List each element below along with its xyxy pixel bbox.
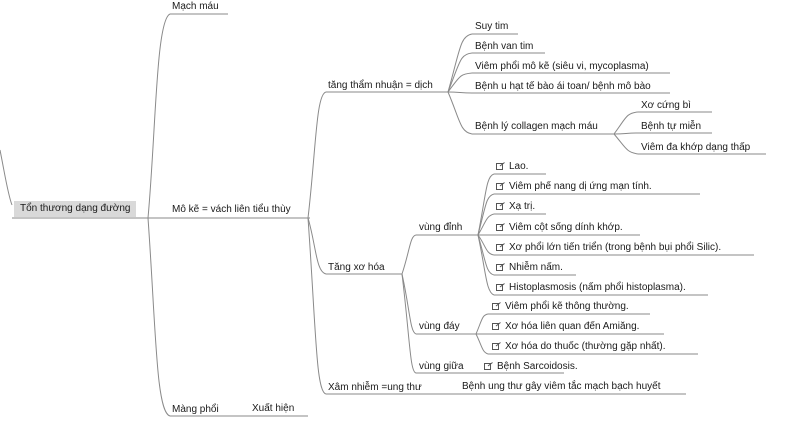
note-icon (496, 263, 505, 271)
note-icon (492, 302, 501, 310)
node-benh-van-tim[interactable]: Bệnh van tim (475, 41, 534, 52)
node-ung-thu-bach-huyet[interactable]: Bệnh ung thư gây viêm tắc mạch bạch huyế… (462, 381, 661, 392)
node-tham-nhuan[interactable]: tăng thẩm nhuận = dịch (328, 80, 433, 91)
node-viem-phoi-mo-ke[interactable]: Viêm phổi mô kẽ (siêu vi, mycoplasma) (475, 61, 649, 72)
node-xo-cung-bi[interactable]: Xơ cứng bì (641, 100, 691, 111)
note-icon (496, 202, 505, 210)
list-item[interactable]: Xơ hóa do thuốc (thường gặp nhất). (492, 340, 665, 354)
list-item[interactable]: Xơ hóa liên quan đến Amiăng. (492, 320, 639, 334)
node-collagen[interactable]: Bệnh lý collagen mạch máu (475, 121, 598, 132)
node-suy-tim[interactable]: Suy tim (475, 21, 509, 32)
list-item[interactable]: Nhiễm nấm. (496, 261, 563, 275)
note-icon (496, 243, 505, 251)
note-icon (484, 362, 493, 370)
note-icon (496, 182, 505, 190)
note-icon (496, 162, 505, 170)
node-benh-tu-mien[interactable]: Bệnh tự miễn (641, 121, 702, 132)
list-item[interactable]: Bệnh Sarcoidosis. (484, 360, 578, 374)
note-icon (496, 283, 505, 291)
list-item[interactable]: Histoplasmosis (nấm phổi histoplasma). (496, 281, 686, 295)
branch-xuat-hien[interactable]: Xuất hiện (252, 403, 295, 414)
list-item[interactable]: Lao. (496, 160, 528, 174)
branch-mo-ke[interactable]: Mô kẽ = vách liên tiểu thùy (172, 204, 291, 215)
node-vung-day[interactable]: vùng đáy (419, 321, 460, 332)
node-benh-u-hat[interactable]: Bệnh u hạt tế bào ái toan/ bệnh mô bào (475, 81, 651, 92)
list-item[interactable]: Viêm phổi kẽ thông thường. (492, 300, 629, 314)
node-tang-xo-hoa[interactable]: Tăng xơ hóa (328, 262, 385, 273)
root-node[interactable]: Tổn thương dạng đường (14, 201, 137, 217)
branch-mach-mau[interactable]: Mạch máu (172, 1, 219, 12)
branch-mang-phoi[interactable]: Màng phổi (172, 404, 219, 415)
list-item[interactable]: Xạ trị. (496, 200, 535, 214)
list-item[interactable]: Xơ phổi lớn tiến triển (trong bệnh bụi p… (496, 241, 721, 255)
note-icon (492, 342, 501, 350)
node-vung-dinh[interactable]: vùng đỉnh (419, 222, 463, 233)
list-item[interactable]: Viêm cột sống dính khớp. (496, 221, 623, 235)
note-icon (496, 223, 505, 231)
node-xam-nhiem[interactable]: Xâm nhiễm =ung thư (328, 382, 422, 393)
note-icon (492, 322, 501, 330)
list-item[interactable]: Viêm phế nang dị ứng mạn tính. (496, 180, 652, 194)
node-viem-da-khop[interactable]: Viêm đa khớp dạng thấp (641, 142, 751, 153)
node-vung-giua[interactable]: vùng giữa (419, 361, 464, 372)
